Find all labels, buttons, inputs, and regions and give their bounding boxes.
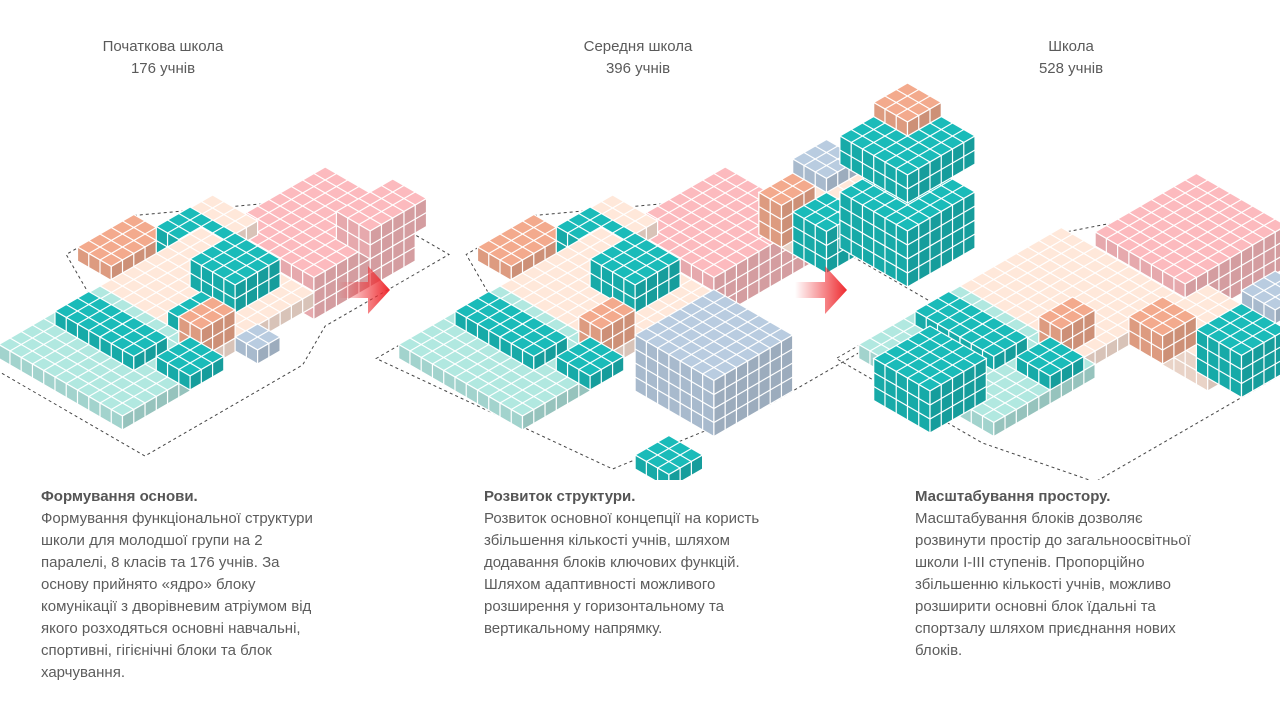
description-title: Формування основи.	[41, 488, 198, 505]
block-teal	[155, 336, 225, 392]
block-teal	[872, 325, 988, 435]
block-blue	[1240, 270, 1280, 326]
header-full-school: Школа 528 учнів	[951, 36, 1191, 80]
description-stage-1: Формування основи. Формування функціонал…	[41, 486, 371, 684]
block-orange	[76, 213, 169, 282]
block-teal	[588, 232, 682, 315]
header-student-count: 528 учнів	[1038, 60, 1104, 77]
block-teal	[498, 316, 569, 372]
block-blue	[233, 323, 282, 366]
block-teal	[1015, 336, 1085, 392]
header-middle-school: Середня школа 396 учнів	[518, 36, 758, 80]
arrow-right-icon	[338, 266, 390, 314]
block-orange	[872, 82, 943, 138]
header-student-count: 176 учнів	[130, 60, 196, 77]
description-body: Масштабування блоків дозволяє розвинути …	[915, 510, 1191, 659]
header-title: Школа	[1048, 38, 1094, 55]
block-blue	[633, 288, 794, 438]
block-teal	[98, 316, 169, 372]
stage-2-diagram	[375, 138, 941, 480]
stage-3-diagram	[835, 82, 1280, 480]
block-teal	[1195, 302, 1280, 399]
description-stage-3: Масштабування простору. Масштабування бл…	[915, 486, 1245, 662]
block-orange	[1127, 296, 1198, 366]
header-primary-school: Початкова школа 176 учнів	[43, 36, 283, 80]
block-teal	[188, 232, 282, 315]
description-title: Масштабування простору.	[915, 488, 1111, 505]
description-title: Розвиток структури.	[484, 488, 636, 505]
header-student-count: 396 учнів	[605, 60, 671, 77]
stage-1-diagram	[0, 166, 450, 457]
description-body: Формування функціональної структури школ…	[41, 510, 313, 681]
block-teal	[633, 434, 704, 480]
arrow-right-icon	[795, 266, 847, 314]
description-body: Розвиток основної концепції на користь з…	[484, 510, 760, 637]
block-pink	[335, 178, 428, 261]
header-title: Початкова школа	[102, 38, 224, 55]
description-stage-2: Розвиток структури. Розвиток основної ко…	[484, 486, 824, 640]
header-title: Середня школа	[583, 38, 693, 55]
isometric-building-diagrams	[0, 82, 1280, 480]
block-teal	[555, 336, 625, 392]
transition-arrows	[338, 266, 847, 314]
